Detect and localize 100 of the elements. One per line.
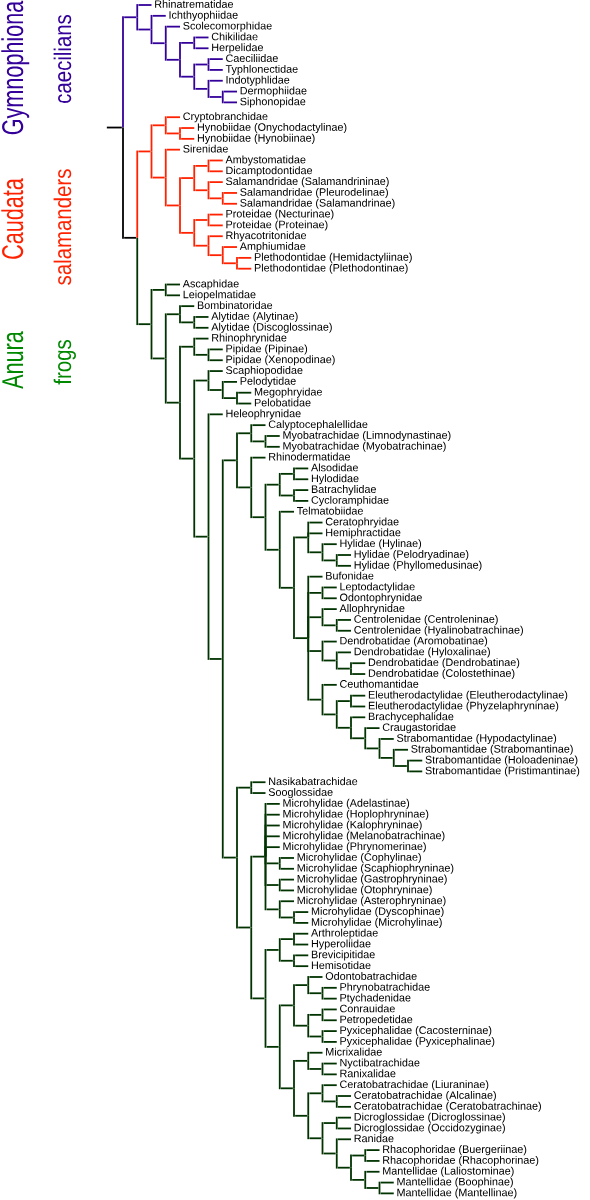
taxon-name: Ceuthomantidae: [340, 679, 419, 688]
taxon-name: Sooglossidae: [268, 788, 333, 799]
branch-line: [280, 857, 295, 859]
branch-line: [194, 353, 209, 356]
branch-bar: [193, 63, 196, 90]
branch-bar: [193, 316, 196, 329]
taxon-name: Microhylidae (Scaphiophryninae): [297, 863, 454, 874]
branch-line: [166, 294, 181, 297]
branch-bar: [250, 424, 253, 443]
taxon-name: Salamandridae (Salamandrinae): [240, 198, 395, 209]
taxon-name: Pyxicephalidae (Cacosterninae): [340, 1026, 492, 1037]
taxon-name: Micrixalidae: [326, 1047, 382, 1056]
branch-line: [265, 949, 280, 951]
branch-line: [280, 900, 295, 903]
taxon-name: Mantellidae (Mantellinae): [397, 1188, 517, 1199]
taxon-name: Dicroglossidae (Occidozyginae): [354, 1123, 505, 1134]
branch-bar: [264, 483, 267, 551]
taxon-name: Caeciliidae: [226, 54, 278, 62]
branch-line: [180, 177, 194, 179]
branch-bar: [164, 148, 167, 207]
taxon-name: Mantellidae (Laliostominae): [383, 1166, 514, 1177]
branch-line: [351, 716, 367, 719]
branch-line: [294, 954, 310, 957]
branch-bar: [307, 1013, 310, 1038]
branch-line: [194, 63, 209, 66]
branch-line: [208, 79, 224, 82]
branch-bar: [335, 554, 338, 567]
branch-line: [322, 997, 338, 1000]
taxon-name: Pelodytidae: [240, 376, 296, 387]
branch-line: [265, 1045, 280, 1048]
branch-line: [308, 1013, 323, 1016]
branch-bar: [307, 521, 310, 554]
branch-bar: [307, 976, 310, 995]
branch-bar: [207, 370, 210, 391]
branch-line: [237, 486, 251, 489]
branch-line: [351, 662, 367, 665]
branch-line: [408, 770, 424, 773]
branch-line: [351, 1178, 365, 1181]
branch-bar: [207, 181, 210, 200]
branch-line: [223, 397, 237, 399]
taxon-name: Myobatrachidae (Limnodynastinae): [283, 430, 451, 442]
branch-line: [265, 884, 280, 886]
branch-bar: [335, 700, 338, 729]
branch-line: [237, 432, 251, 435]
branch-line: [208, 348, 224, 351]
taxon-name: Ptychadenidae: [340, 993, 411, 1004]
branch-line: [151, 176, 166, 179]
branch-line: [294, 1059, 308, 1062]
taxon-name: Dermophiidae: [240, 86, 307, 97]
branch-line: [180, 305, 196, 308]
taxon-name: Calyptocephalellidae: [268, 420, 368, 431]
branch-line: [194, 326, 210, 329]
branch-bar: [278, 510, 281, 589]
taxon-name: Microhylidae (Gastrophryninae): [297, 874, 447, 885]
taxon-name: Ceratobatrachidae (Ceratobatrachinae): [354, 1101, 541, 1112]
branch-line: [280, 889, 295, 892]
branch-line: [105, 126, 123, 129]
taxon-name: Telmatobiidae: [297, 506, 363, 515]
branch-bar: [150, 289, 153, 360]
taxon-name: Odontobatrachidae: [325, 971, 417, 980]
taxon-name: Microhylidae (Otophryninae): [297, 885, 432, 896]
branch-line: [280, 586, 294, 589]
branch-line: [394, 748, 409, 751]
branch-line: [251, 440, 266, 443]
branch-bar: [321, 1062, 324, 1076]
branch-line: [322, 543, 338, 546]
branch-line: [294, 922, 310, 924]
branch-bar: [278, 900, 281, 919]
branch-line: [151, 42, 166, 45]
branch-line: [265, 435, 281, 437]
branch-bar: [207, 79, 210, 98]
branch-line: [351, 1154, 365, 1157]
branch-line: [265, 862, 280, 865]
taxon-name: Heleophrynidae: [226, 409, 301, 420]
branch-bar: [221, 246, 224, 265]
branch-line: [223, 246, 238, 248]
branch-line: [123, 236, 137, 239]
branch-bar: [136, 4, 139, 31]
branch-line: [322, 1152, 337, 1155]
branch-bar: [221, 192, 224, 205]
branch-line: [365, 747, 380, 750]
branch-bar: [207, 213, 210, 227]
branch-bar: [321, 586, 324, 600]
taxon-name: Microhylidae (Microhylinae): [311, 917, 442, 928]
taxon-name: Amphiumidae: [239, 242, 306, 253]
branch-line: [265, 483, 280, 486]
branch-line: [308, 1092, 323, 1095]
taxon-name: Hylidae (Phyllomedusinae): [354, 560, 482, 571]
branch-line: [365, 1187, 380, 1189]
branch-bar: [207, 159, 210, 173]
branch-line: [322, 1041, 338, 1043]
branch-line: [294, 489, 310, 491]
branch-line: [322, 1030, 338, 1032]
branch-bar: [307, 1051, 310, 1070]
branch-bar: [278, 938, 281, 962]
branch-line: [237, 402, 253, 405]
branch-line: [280, 510, 295, 513]
branch-line: [194, 165, 209, 167]
branch-bar: [207, 413, 210, 660]
taxon-name: Arthroleptidae: [311, 928, 378, 939]
